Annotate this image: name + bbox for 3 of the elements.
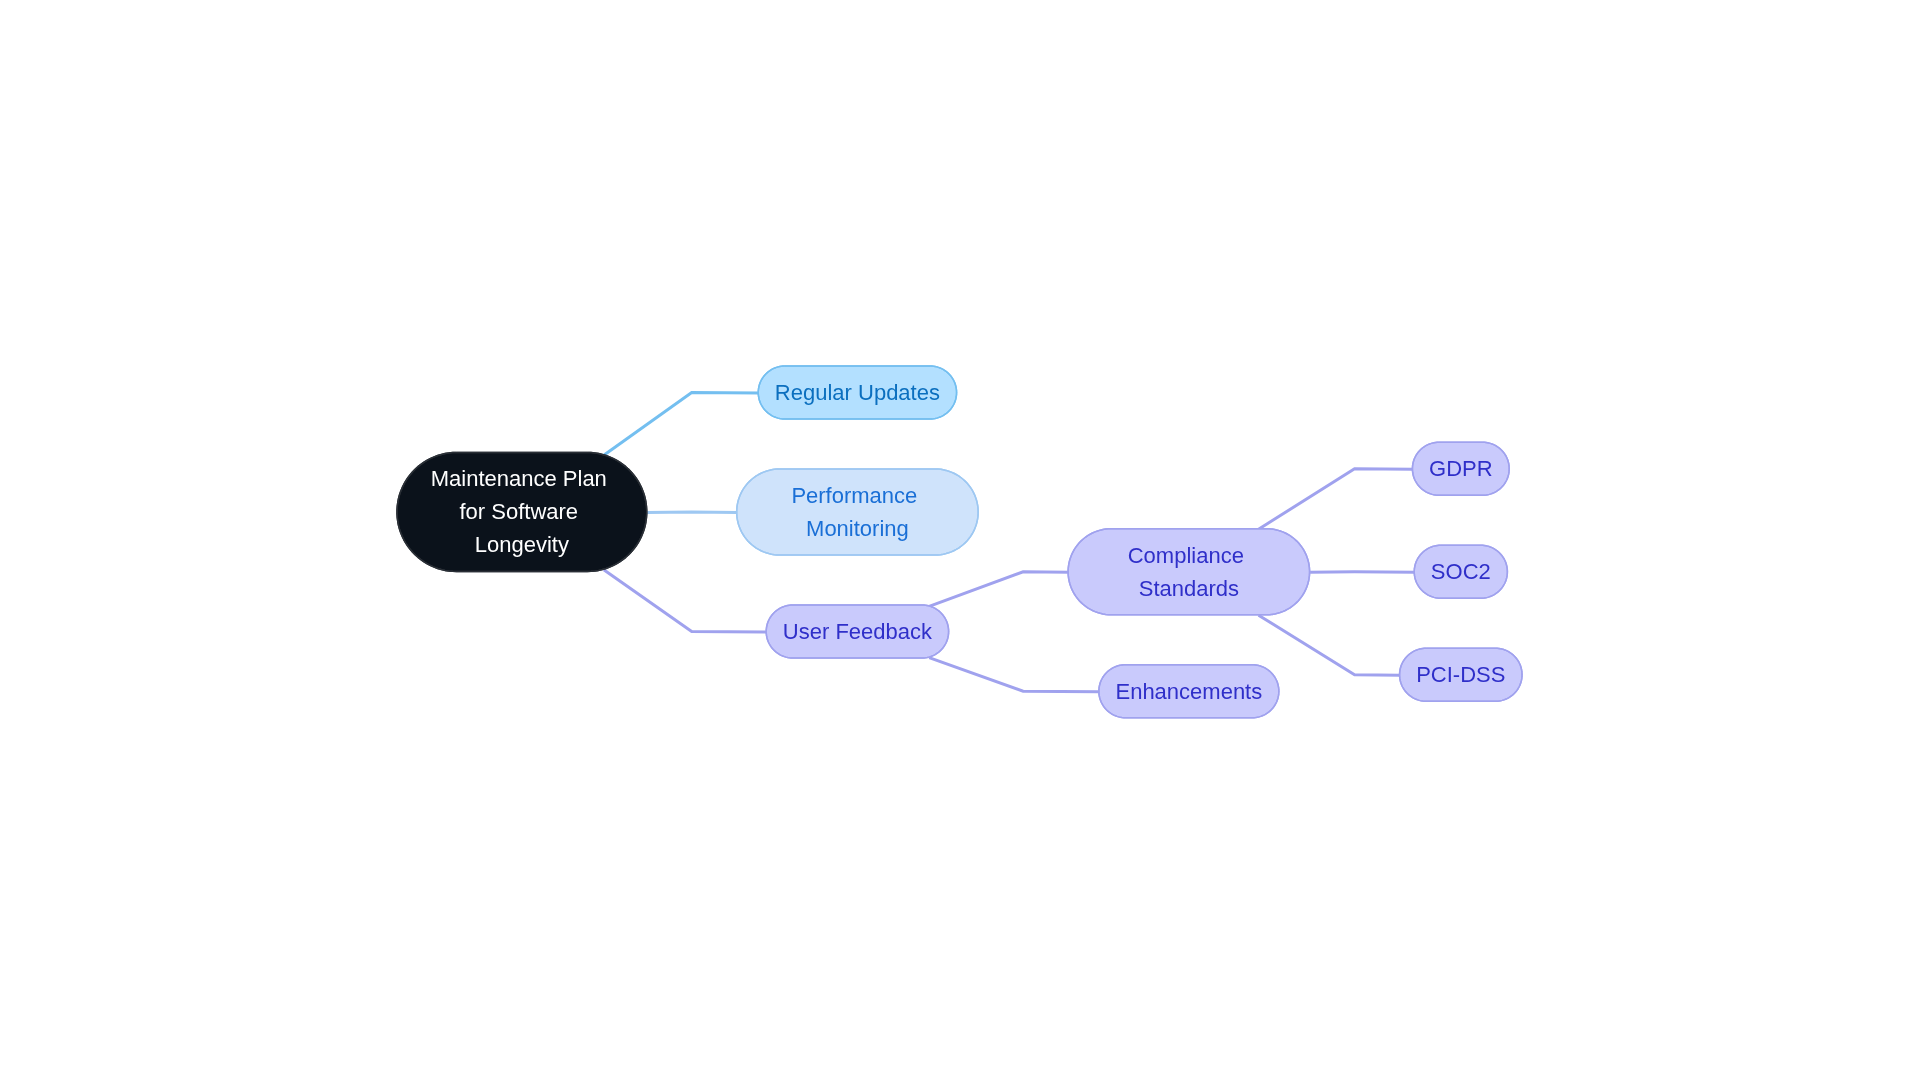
connector xyxy=(647,510,738,514)
connector xyxy=(1258,613,1401,677)
connector xyxy=(929,655,1100,693)
